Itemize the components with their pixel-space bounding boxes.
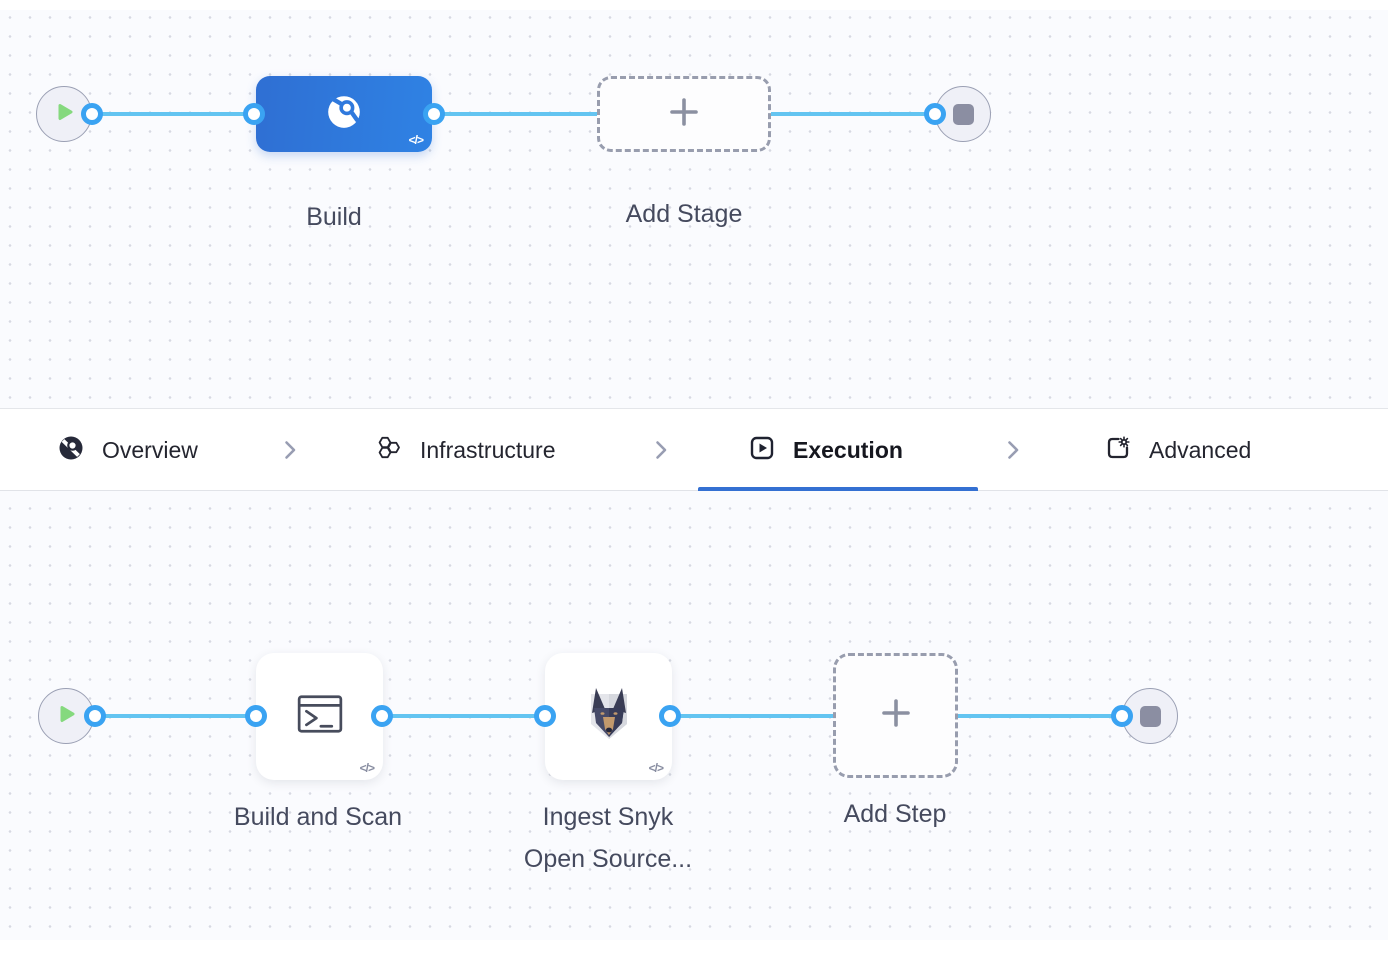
active-tab-underline	[698, 487, 978, 491]
tab-execution[interactable]: Execution	[748, 409, 903, 491]
chevron-right-icon	[649, 438, 673, 467]
stop-icon	[952, 103, 974, 125]
stage-label-build: Build	[306, 203, 362, 231]
play-box-icon	[748, 434, 776, 467]
step-node-build-and-scan[interactable]: </>	[256, 653, 383, 780]
chevron-right-icon	[278, 438, 302, 467]
step-label-ingest-snyk: Ingest Snyk Open Source...	[483, 796, 733, 880]
stage-graph-canvas: </> Build Add Stage	[0, 0, 1388, 408]
stage-code-glyph: </>	[408, 133, 424, 147]
port-snyk-in[interactable]	[534, 705, 556, 727]
add-step-label: Add Step	[843, 800, 947, 828]
step-code-glyph: </>	[648, 761, 664, 775]
plus-icon	[876, 693, 916, 738]
step-code-glyph: </>	[359, 761, 375, 775]
stop-icon	[1139, 705, 1161, 727]
tab-overview[interactable]: Overview	[57, 409, 198, 491]
port-build-in[interactable]	[243, 103, 265, 125]
add-stage-label: Add Stage	[625, 200, 743, 228]
tab-advanced[interactable]: Advanced	[1104, 409, 1251, 491]
port-start-out[interactable]	[84, 705, 106, 727]
snyk-dog-icon	[577, 682, 641, 751]
tab-overview-label: Overview	[102, 436, 198, 463]
hexagons-icon	[375, 434, 403, 467]
ci-overview-icon	[57, 434, 85, 467]
bottom-strip	[0, 940, 1388, 954]
top-strip	[0, 0, 1388, 10]
ci-build-icon	[321, 89, 367, 140]
port-buildscan-in[interactable]	[245, 705, 267, 727]
chevron-right-icon	[1001, 438, 1025, 467]
port-buildscan-out[interactable]	[371, 705, 393, 727]
stage-config-tabbar: Overview Infrastructure Execution	[0, 408, 1388, 491]
tab-infrastructure-label: Infrastructure	[420, 436, 556, 463]
play-icon	[51, 99, 77, 130]
tab-execution-label: Execution	[793, 436, 903, 463]
plus-icon	[664, 92, 704, 137]
stage-connector-line	[64, 112, 963, 116]
port-build-out[interactable]	[423, 103, 445, 125]
gear-box-icon	[1104, 434, 1132, 467]
port-end-in[interactable]	[924, 103, 946, 125]
step-label-build-and-scan: Build and Scan	[233, 803, 403, 831]
port-snyk-out[interactable]	[659, 705, 681, 727]
run-terminal-icon	[291, 685, 349, 748]
step-label-line2: Open Source...	[523, 845, 693, 873]
port-start-out[interactable]	[81, 103, 103, 125]
tab-infrastructure[interactable]: Infrastructure	[375, 409, 556, 491]
play-icon	[53, 701, 79, 732]
stage-node-build[interactable]: </>	[256, 76, 432, 152]
step-label-line1: Ingest Snyk	[542, 803, 674, 831]
tab-advanced-label: Advanced	[1149, 436, 1252, 463]
port-end-in[interactable]	[1111, 705, 1133, 727]
add-step-button[interactable]	[833, 653, 958, 778]
step-node-ingest-snyk[interactable]: </>	[545, 653, 672, 780]
execution-graph-canvas: </> </>	[0, 491, 1388, 954]
add-stage-button[interactable]	[597, 76, 771, 152]
